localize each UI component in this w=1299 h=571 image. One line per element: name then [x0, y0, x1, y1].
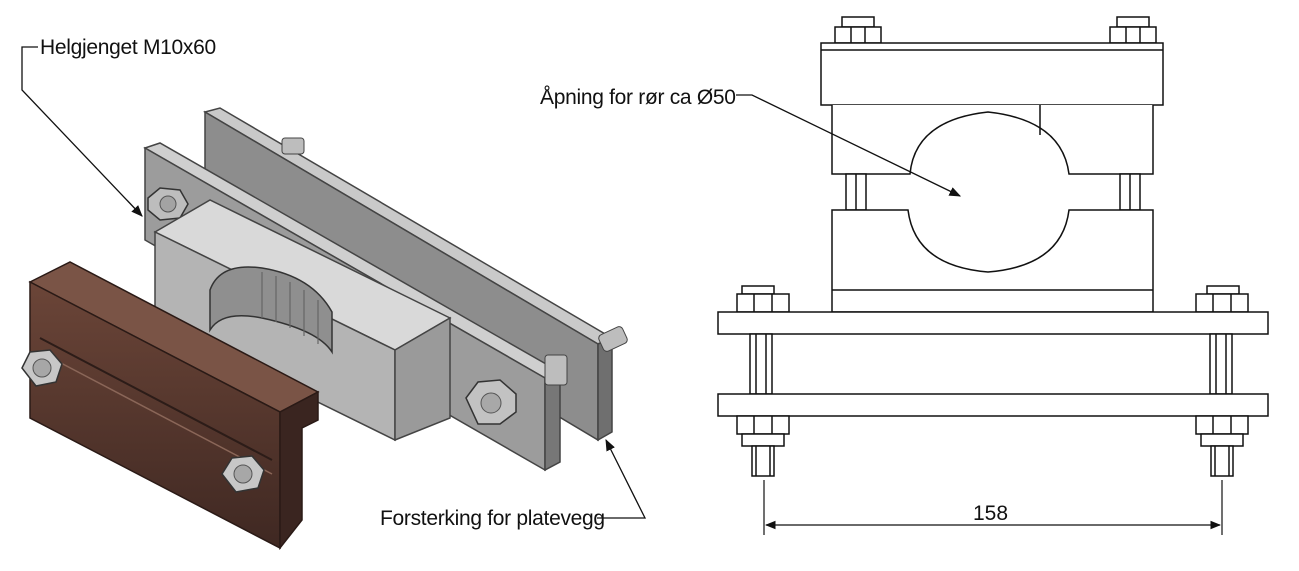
hex-nut-lower	[465, 379, 517, 425]
callout-opening-label: Åpning for rør ca Ø50	[540, 86, 736, 109]
top-nut-left	[834, 16, 882, 44]
callout-reinforcement-label: Forsterking for platevegg	[380, 507, 605, 530]
pipe-clamp-body	[153, 199, 452, 442]
mid-nut-left	[736, 285, 790, 313]
callout-bolt: Helgjenget M10x60	[21, 36, 216, 217]
wall-rail	[21, 261, 320, 551]
hex-nut-upper	[147, 187, 189, 221]
upper-wall-plate	[717, 311, 1269, 335]
top-cap-plate	[820, 42, 1164, 106]
isometric-view	[21, 107, 628, 551]
top-nut-right	[1109, 16, 1157, 44]
dimension-158-value: 158	[973, 502, 1008, 525]
callout-reinforcement: Forsterking for platevegg	[380, 438, 647, 530]
callout-opening: Åpning for rør ca Ø50	[540, 86, 962, 197]
mid-nut-right	[1195, 285, 1249, 313]
upper-clamp-half	[831, 105, 1154, 175]
front-view	[717, 16, 1269, 477]
lower-clamp-half	[831, 209, 1154, 313]
callout-bolt-label: Helgjenget M10x60	[40, 36, 216, 59]
bottom-nut-left	[736, 415, 790, 477]
dimension-158: 158	[763, 480, 1223, 535]
lower-wall-plate	[717, 393, 1269, 417]
bottom-nut-right	[1195, 415, 1249, 477]
